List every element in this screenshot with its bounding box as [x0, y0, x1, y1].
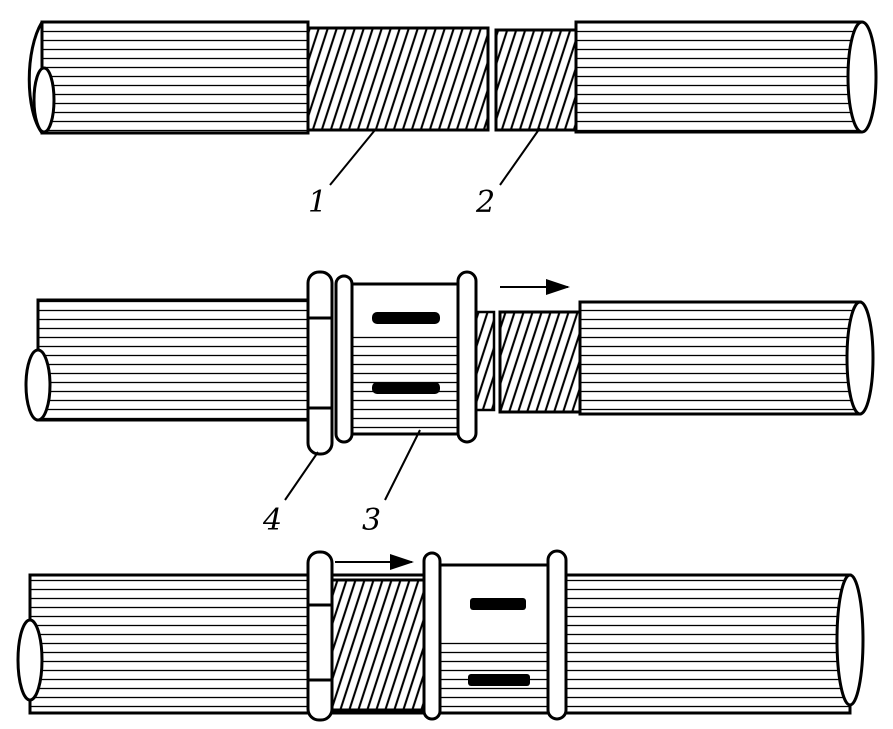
- sleeve-slot: [470, 598, 526, 610]
- sleeve-slot: [468, 674, 530, 686]
- label-3: 3: [362, 503, 381, 538]
- row-3-coupled-rods: [16, 549, 865, 722]
- thread-stub: [474, 310, 496, 412]
- right-rod: [574, 20, 878, 134]
- leader-line-3: [384, 429, 421, 501]
- left-rod: [24, 298, 312, 422]
- sleeve-slot: [372, 382, 440, 394]
- thread-2: [498, 310, 582, 414]
- leader-line-1: [329, 129, 376, 186]
- label-2: 2: [475, 185, 495, 220]
- sleeve-slot: [372, 312, 440, 324]
- lock-nut: [306, 550, 334, 722]
- label-4: 4: [262, 503, 282, 538]
- left-rod: [27, 20, 310, 135]
- label-1: 1: [308, 185, 327, 220]
- coupling-sleeve: [334, 270, 478, 444]
- row-2-sleeve-moving: 4 3: [24, 270, 875, 538]
- thread-2: [494, 28, 578, 132]
- coupling-sleeve: [422, 549, 568, 721]
- thread-1: [328, 578, 430, 712]
- lock-nut: [306, 270, 334, 456]
- right-rod: [578, 300, 875, 416]
- thread-1: [306, 26, 490, 132]
- row-1-separated-rods: 1 2: [27, 20, 878, 220]
- leader-line-4: [284, 451, 319, 501]
- leader-line-2: [499, 127, 541, 186]
